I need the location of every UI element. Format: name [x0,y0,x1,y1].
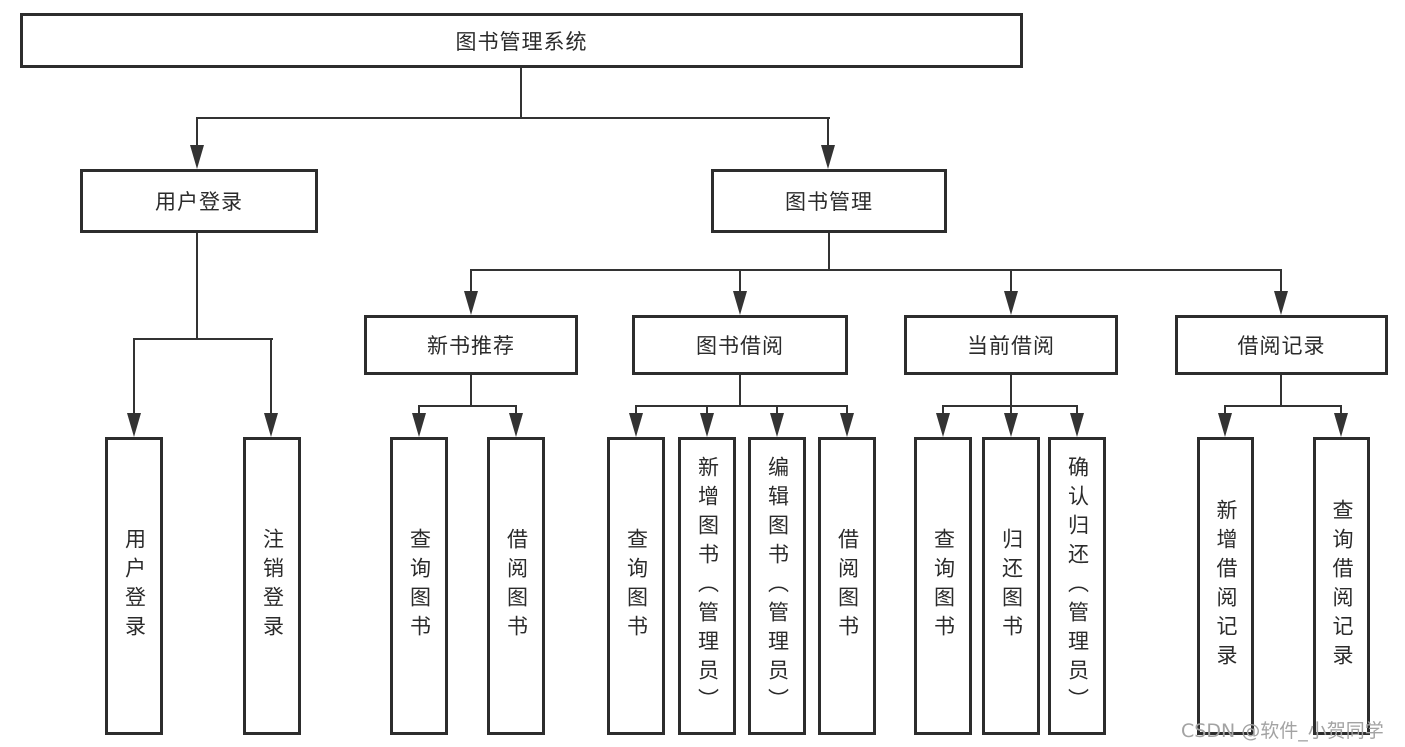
arrow-down-icon [770,413,784,437]
arrow-down-icon [1218,413,1232,437]
connector-line [776,405,778,414]
arrow-down-icon [264,413,278,437]
csdn-watermark: CSDN @软件_小贺同学 [1181,720,1384,742]
leaf-label: 查询图书 [624,528,649,644]
node-label: 新书推荐 [427,334,515,358]
connector-line [1010,375,1012,406]
node-root-system: 图书管理系统 [20,13,1023,68]
leaf-borrow-books-recommend: 借阅图书 [487,437,545,735]
arrow-down-icon [700,413,714,437]
leaf-label: 查询借阅记录 [1330,499,1354,673]
arrow-down-icon [821,145,835,169]
arrow-down-icon [127,413,141,437]
connector-line [1280,375,1282,406]
node-label: 借阅记录 [1237,334,1326,358]
connector-line [739,375,741,406]
connector-line [1224,405,1342,407]
connector-line [133,338,135,414]
node-user-login: 用户登录 [80,169,318,233]
connector-line [706,405,708,414]
node-label: 用户登录 [155,190,243,214]
connector-line [470,375,472,406]
connector-line [196,233,198,339]
arrow-down-icon [1274,291,1288,315]
leaf-label: 查询图书 [407,528,432,644]
leaf-label: 查询图书 [931,528,956,644]
connector-line [827,117,829,146]
connector-line [418,405,517,407]
leaf-label: 新增图书（管理员） [695,455,720,717]
connector-line [846,405,848,414]
connector-line [470,269,1282,271]
leaf-borrow-book: 借阅图书 [818,437,876,735]
connector-line [1010,269,1012,292]
connector-line [133,338,273,340]
arrow-down-icon [1004,413,1018,437]
leaf-query-borrow-record: 查询借阅记录 [1313,437,1370,735]
leaf-user-login: 用户登录 [105,437,163,735]
connector-line [270,338,272,414]
node-book-management: 图书管理 [711,169,947,233]
connector-line [520,68,522,118]
arrow-down-icon [190,145,204,169]
leaf-label: 注销登录 [260,528,285,644]
connector-line [196,117,830,119]
node-current-borrow: 当前借阅 [904,315,1118,375]
connector-line [739,269,741,292]
leaf-edit-book-admin: 编辑图书（管理员） [748,437,806,735]
node-new-book-recommend: 新书推荐 [364,315,578,375]
leaf-add-book-admin: 新增图书（管理员） [678,437,736,735]
leaf-label: 新增借阅记录 [1214,499,1238,673]
leaf-label: 借阅图书 [835,528,860,644]
arrow-down-icon [1070,413,1084,437]
arrow-down-icon [464,291,478,315]
connector-line [635,405,848,407]
connector-line [828,233,830,270]
connector-line [418,405,420,414]
connector-line [1076,405,1078,414]
connector-line [1280,269,1282,292]
node-label: 图书借阅 [696,334,784,358]
connector-line [1010,405,1012,414]
leaf-confirm-return-admin: 确认归还（管理员） [1048,437,1106,735]
arrow-down-icon [840,413,854,437]
connector-line [1340,405,1342,414]
leaf-label: 编辑图书（管理员） [765,455,790,717]
leaf-query-books-borrow: 查询图书 [607,437,665,735]
leaf-query-books-recommend: 查询图书 [390,437,448,735]
arrow-down-icon [509,413,523,437]
connector-line [635,405,637,414]
node-borrow-records: 借阅记录 [1175,315,1388,375]
arrow-down-icon [629,413,643,437]
leaf-label: 借阅图书 [504,528,529,644]
leaf-logout: 注销登录 [243,437,301,735]
leaf-return-book: 归还图书 [982,437,1040,735]
node-label: 图书管理 [785,190,873,214]
connector-line [196,117,198,146]
arrow-down-icon [1004,291,1018,315]
leaf-label: 确认归还（管理员） [1065,455,1090,717]
arrow-down-icon [412,413,426,437]
leaf-query-books-current: 查询图书 [914,437,972,735]
node-label: 图书管理系统 [455,29,588,54]
arrow-down-icon [733,291,747,315]
connector-line [470,269,472,292]
connector-line [515,405,517,414]
leaf-add-borrow-record: 新增借阅记录 [1197,437,1254,735]
arrow-down-icon [1334,413,1348,437]
connector-line [942,405,944,414]
node-label: 当前借阅 [967,334,1055,358]
leaf-label: 归还图书 [999,528,1024,644]
leaf-label: 用户登录 [122,528,147,644]
connector-line [1224,405,1226,414]
node-book-borrow: 图书借阅 [632,315,848,375]
arrow-down-icon [936,413,950,437]
